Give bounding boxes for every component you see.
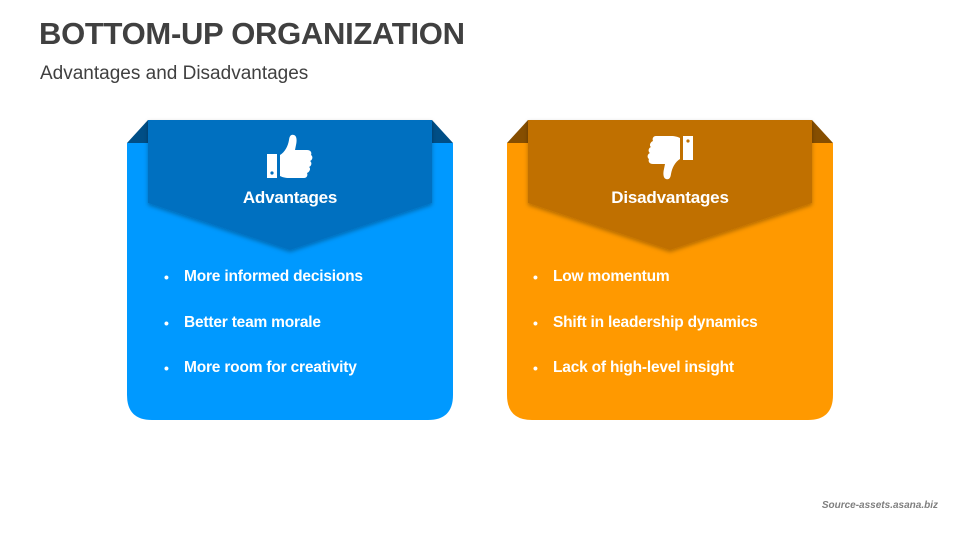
- bullet-icon: •: [533, 269, 538, 285]
- slide-title: BOTTOM-UP ORGANIZATION: [39, 16, 465, 51]
- bullet-icon: •: [164, 360, 169, 376]
- bullet-icon: •: [164, 314, 169, 331]
- bullet-icon: •: [164, 269, 169, 285]
- advantages-card: Advantages • More informed decisions • B…: [127, 120, 453, 420]
- bullet-icon: •: [533, 314, 538, 331]
- advantages-card-shape: [127, 120, 453, 420]
- advantages-heading: Advantages: [242, 188, 338, 207]
- source-credit: Source-assets.asana.biz: [821, 500, 938, 511]
- slide-subtitle: Advantages and Disadvantages: [40, 63, 309, 84]
- thumbs-down-icon: [645, 132, 695, 182]
- bullet-icon: •: [533, 360, 538, 376]
- thumbs-up-icon: [265, 132, 315, 182]
- disadvantages-card: Disadvantages • Low momentum • Shift in …: [507, 120, 833, 420]
- disadvantages-card-shape: [507, 120, 833, 420]
- disadvantages-heading: Disadvantages: [611, 188, 729, 207]
